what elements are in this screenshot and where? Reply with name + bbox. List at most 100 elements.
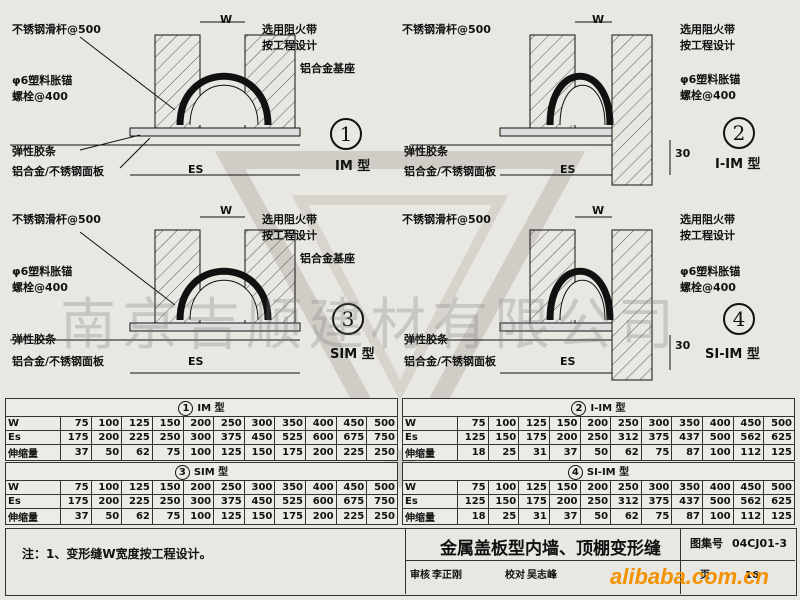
label-anchor-2b: 螺栓@400: [680, 89, 736, 102]
label-rod-3: 不锈钢滑杆@500: [12, 213, 101, 226]
table-cell: 500: [702, 430, 734, 445]
company-watermark: 南京吉顺建材有限公司: [60, 293, 680, 358]
table-cell: 225: [335, 444, 368, 461]
site-watermark: alibaba.com.cn: [610, 564, 769, 589]
check-label: 校对: [505, 570, 525, 581]
atlas-number: 04CJ01-3: [732, 537, 787, 550]
table-cell: 450: [732, 480, 765, 495]
table-cell: 350: [274, 416, 306, 431]
table-cell: 250: [151, 494, 184, 509]
table-cell: 175: [518, 430, 550, 445]
table-cell: 225: [335, 508, 368, 525]
label-rod-1: 不锈钢滑杆@500: [12, 23, 101, 36]
table-cell: 450: [335, 416, 368, 431]
detail-drawing-4: [410, 216, 671, 381]
table-cell: 250: [366, 508, 398, 525]
table-cell: 125: [518, 480, 550, 495]
table-cell: 18: [457, 444, 489, 461]
table-cell: 125: [763, 444, 795, 461]
table-cell: 200: [579, 480, 612, 495]
table-cell: 25: [487, 444, 520, 461]
table-cell: 75: [60, 480, 92, 495]
detail-drawing-1: [10, 21, 301, 176]
table-cell: 250: [366, 444, 398, 461]
label-es-4: ES: [560, 355, 576, 368]
table-cell: 50: [90, 508, 123, 525]
table-cell: 87: [671, 444, 703, 461]
table-cell: 200: [548, 494, 581, 509]
table-cell: 450: [243, 494, 276, 509]
label-strip-3: 弹性胶条: [12, 333, 56, 346]
table-cell: 250: [213, 480, 245, 495]
label-w-1: W: [220, 13, 233, 26]
label-firestop-2b: 按工程设计: [680, 39, 735, 52]
table-cell: 37: [60, 444, 92, 461]
table-cell: 300: [243, 480, 276, 495]
label-dim30-4: 30: [675, 339, 691, 352]
table-cell: 200: [548, 430, 581, 445]
table-cell: 200: [182, 480, 215, 495]
table-cell: 100: [182, 508, 215, 525]
caption-text: IM 型: [197, 403, 225, 414]
table-cell: 312: [610, 494, 642, 509]
table-cell: 62: [121, 444, 153, 461]
table-cell: 600: [305, 430, 337, 445]
table-cell: 75: [151, 444, 184, 461]
label-panel-4: 铝合金/不锈钢面板: [404, 355, 497, 368]
table-cell: 125: [213, 444, 245, 461]
table-cell: 437: [671, 494, 703, 509]
table-cell: 31: [518, 508, 550, 525]
table-cell: 675: [335, 494, 368, 509]
caption-number: 4: [567, 465, 583, 480]
table-cell: 250: [579, 494, 612, 509]
table-cell: 500: [366, 416, 398, 431]
detail-number-4: 4: [723, 303, 755, 335]
label-es-3: ES: [188, 355, 204, 368]
row-header: Es: [402, 430, 458, 445]
table-cell: 225: [121, 494, 153, 509]
table-cell: 150: [151, 416, 184, 431]
row-header: 伸缩量: [402, 444, 458, 461]
table-cell: 600: [305, 494, 337, 509]
table-cell: 400: [702, 480, 734, 495]
caption-text: I-IM 型: [590, 403, 626, 414]
table-cell: 31: [518, 444, 550, 461]
label-strip-1: 弹性胶条: [12, 145, 56, 158]
table-cell: 250: [579, 430, 612, 445]
label-anchor-3a: φ6塑料胀锚: [12, 265, 73, 278]
detail-type-3: SIM 型: [330, 347, 375, 362]
table-cell: 625: [763, 494, 795, 509]
table-cell: 300: [640, 480, 673, 495]
label-strip-2: 弹性胶条: [404, 145, 448, 158]
row-header: 伸缩量: [5, 508, 61, 525]
label-anchor-4b: 螺栓@400: [680, 281, 736, 294]
table-cell: 675: [335, 430, 368, 445]
table-cell: 562: [732, 494, 765, 509]
detail-type-2: I-IM 型: [715, 157, 761, 172]
table-cell: 125: [457, 494, 489, 509]
detail-number-2: 2: [723, 117, 755, 149]
table-cell: 150: [487, 430, 520, 445]
row-header: Es: [402, 494, 458, 509]
table-cell: 450: [243, 430, 276, 445]
table-cell: 37: [60, 508, 92, 525]
title-block-frame: [5, 528, 797, 596]
table-cell: 112: [732, 444, 765, 461]
detail-number-1: 1: [330, 118, 362, 150]
table-cell: 400: [305, 480, 337, 495]
